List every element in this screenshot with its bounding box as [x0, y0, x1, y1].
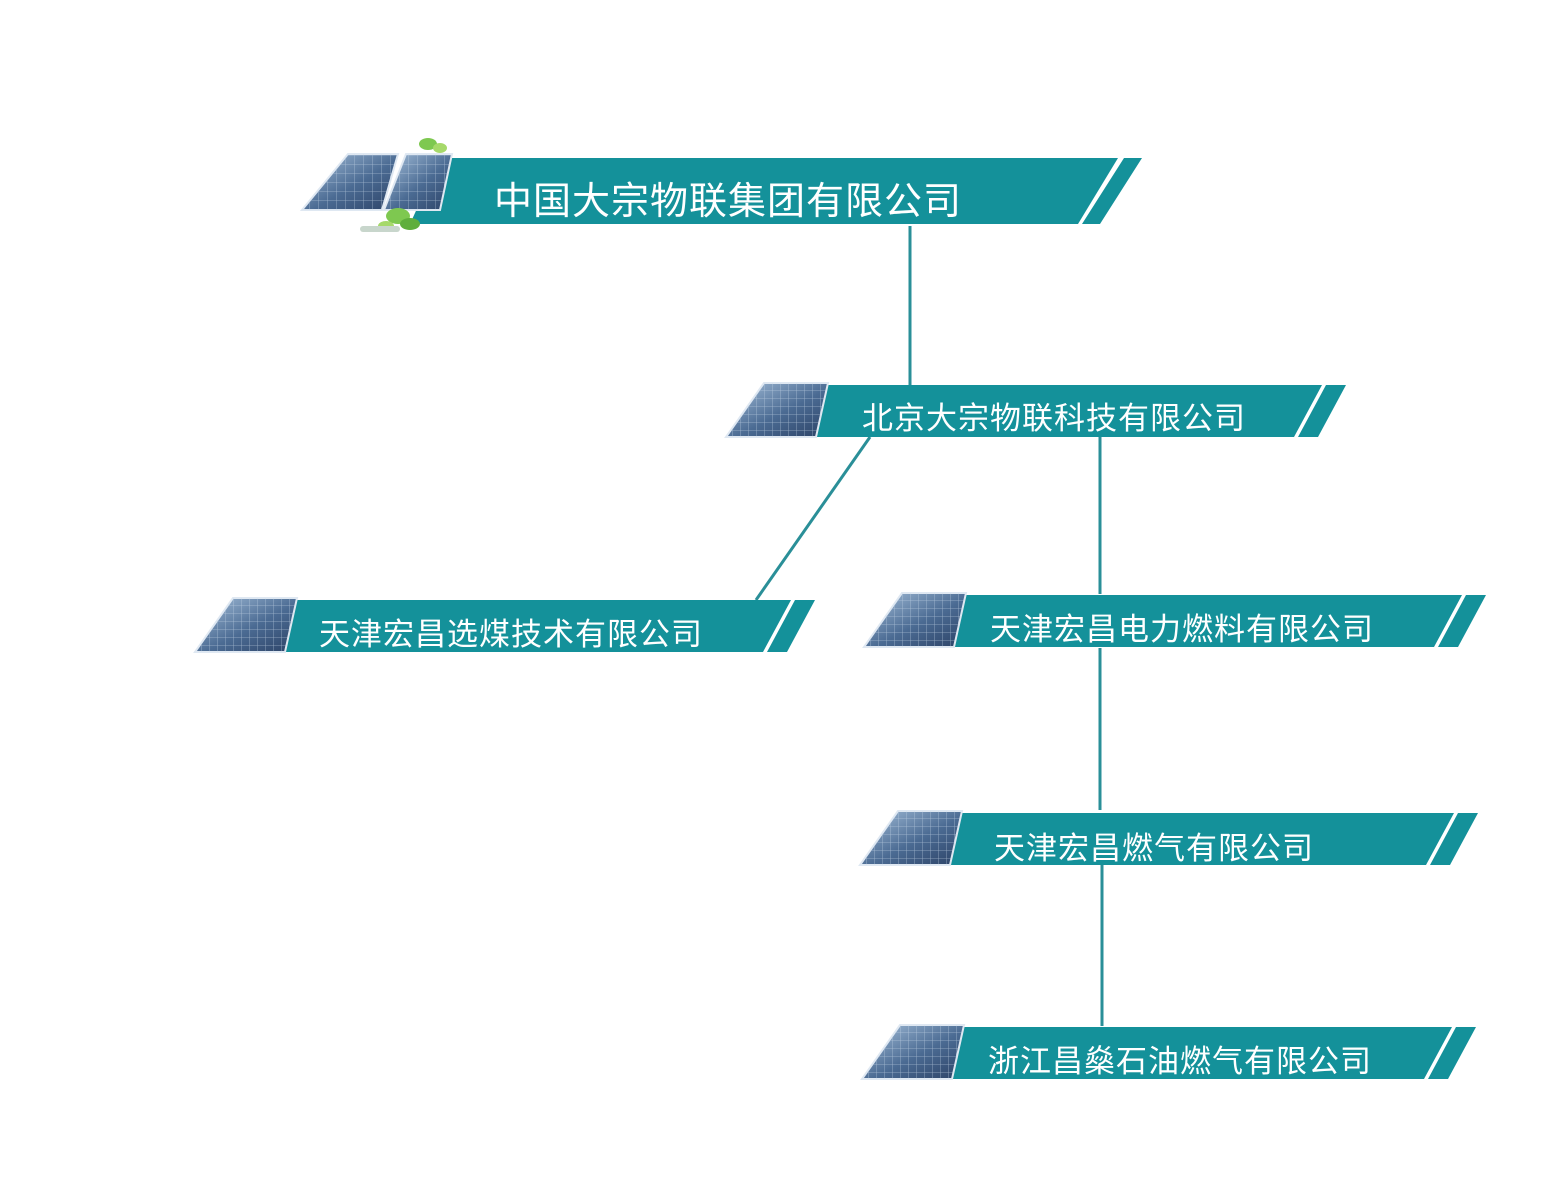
- node-label-gas: 天津宏昌燃气有限公司: [994, 831, 1314, 867]
- org-node-beijing: 北京大宗物联科技有限公司: [724, 382, 1354, 442]
- solar-panel-with-leaves-icon: [299, 138, 454, 232]
- org-node-power: 天津宏昌电力燃料有限公司: [862, 592, 1492, 652]
- node-label-root: 中国大宗物联集团有限公司: [494, 179, 963, 223]
- banner-shape: [934, 813, 1478, 865]
- banner-shape: [269, 600, 815, 652]
- node-label-power: 天津宏昌电力燃料有限公司: [990, 612, 1374, 648]
- solar-panel-icon: [193, 597, 299, 653]
- banner-shape: [936, 1027, 1476, 1079]
- org-node-gas: 天津宏昌燃气有限公司: [858, 810, 1488, 870]
- org-node-zhejiang: 浙江昌燊石油燃气有限公司: [860, 1024, 1490, 1084]
- solar-panel-icon: [860, 1024, 966, 1080]
- solar-panel-icon: [724, 382, 830, 438]
- banner-shape: [800, 385, 1346, 437]
- edge-beijing-coal: [754, 436, 872, 601]
- node-label-zhejiang: 浙江昌燊石油燃气有限公司: [988, 1044, 1372, 1080]
- node-label-coal: 天津宏昌选煤技术有限公司: [319, 617, 703, 653]
- banner-shape: [410, 158, 1142, 224]
- banner-shape: [938, 595, 1486, 647]
- solar-panel-icon: [858, 810, 964, 866]
- solar-panel-icon: [862, 592, 968, 648]
- org-node-root: 中国大宗物联集团有限公司: [299, 128, 1150, 238]
- org-node-coal: 天津宏昌选煤技术有限公司: [193, 597, 823, 657]
- node-label-beijing: 北京大宗物联科技有限公司: [862, 401, 1246, 437]
